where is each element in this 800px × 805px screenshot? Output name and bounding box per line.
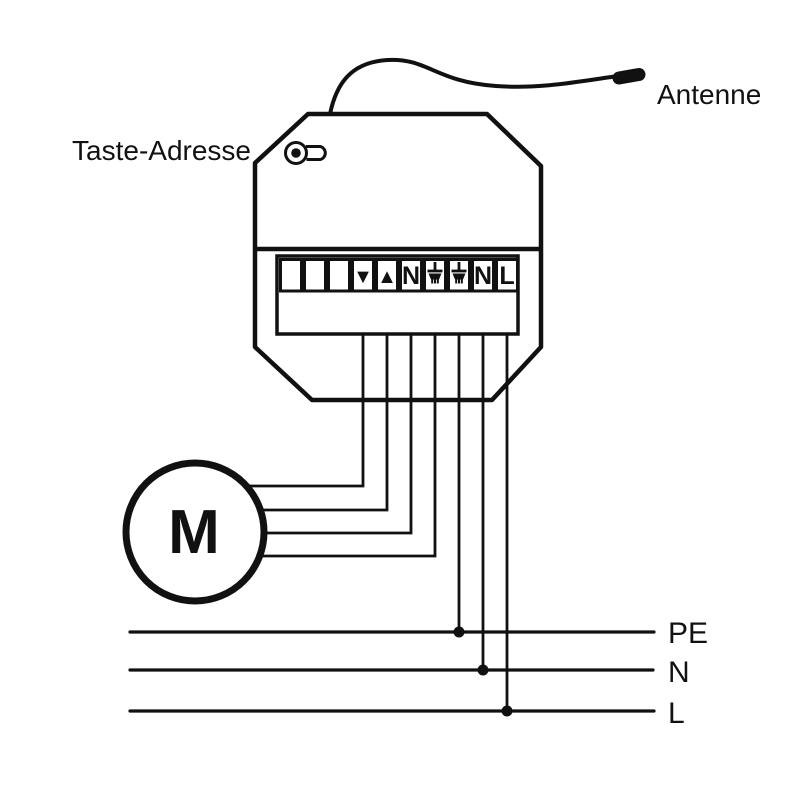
wire-group (205, 291, 509, 711)
antenna-tip-icon (612, 68, 646, 85)
terminal-label-neutral-motor: N (402, 262, 420, 290)
junction-dot-pe (453, 626, 465, 638)
antenna-label: Antenne (657, 79, 761, 110)
antenna-wire (328, 57, 620, 116)
terminal-label-down: ▼ (353, 266, 373, 288)
wire-motor-earth (215, 291, 437, 558)
motor-symbol (122, 459, 268, 605)
terminal-box-unused (279, 258, 303, 293)
bus-label-pe: PE (668, 617, 708, 650)
address-button-label: Taste-Adresse (72, 135, 251, 166)
address-button-icon (284, 141, 327, 165)
terminal-box-up (375, 258, 399, 293)
terminal-label-neutral: N (474, 262, 492, 290)
wire-motor-up (215, 291, 389, 512)
terminal-label-line: L (499, 262, 514, 290)
terminal-box-neutral-motor (399, 258, 423, 293)
terminal-box-neutral (471, 258, 495, 293)
bus-label-n: N (668, 656, 690, 689)
junction-dot-n (477, 664, 489, 676)
terminal-box-unused (327, 258, 351, 293)
terminal-box-down (351, 258, 375, 293)
terminal-row: ▼ ▲ N (279, 258, 519, 293)
earth-icon (451, 262, 467, 284)
terminal-label-up: ▲ (377, 266, 397, 288)
earth-icon (427, 262, 443, 284)
wire-motor-neutral (225, 291, 413, 535)
wire-motor-down (205, 291, 365, 488)
terminal-box-line (495, 258, 519, 293)
motor-label: M (168, 498, 220, 567)
bus-lines (128, 630, 656, 713)
bus-label-l: L (668, 697, 685, 730)
junction-dot-l (501, 705, 513, 717)
terminal-box-unused (303, 258, 327, 293)
